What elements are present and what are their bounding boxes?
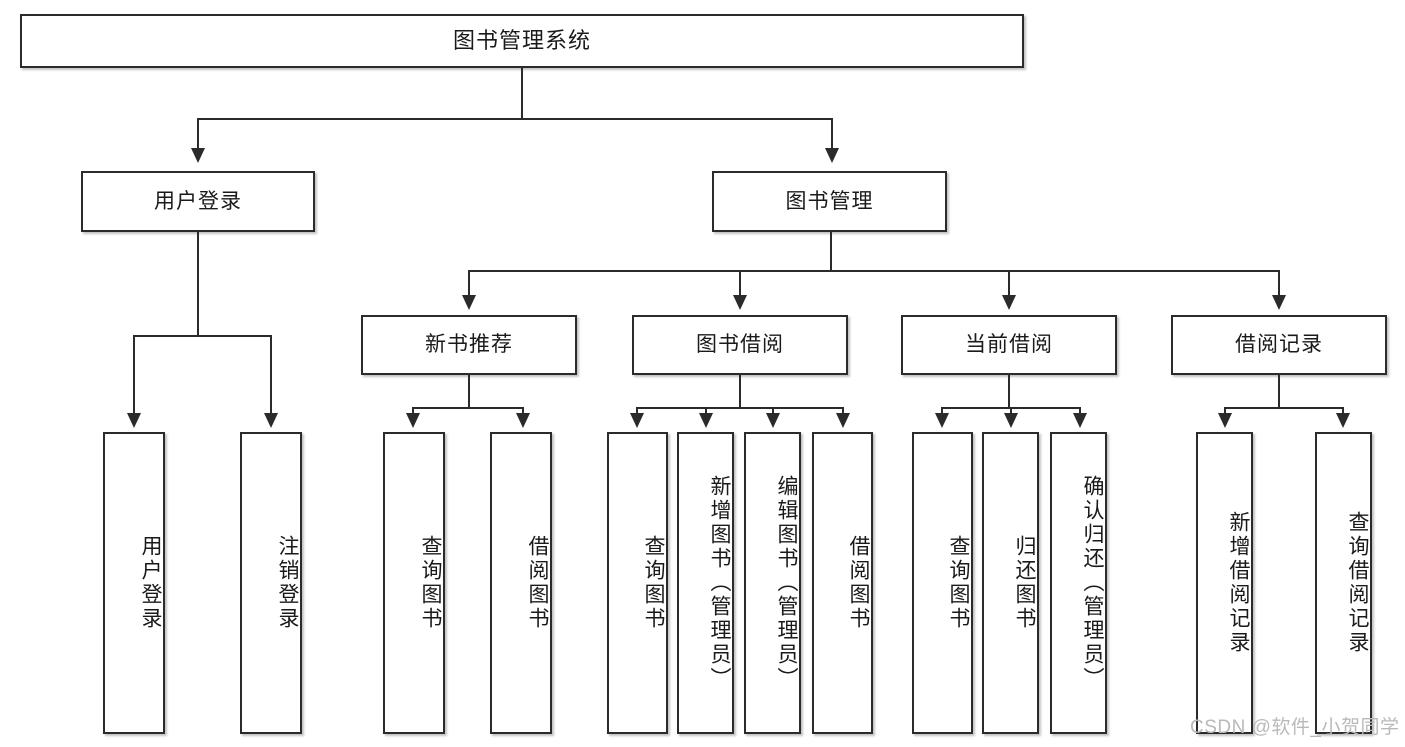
leaf-logout[interactable]: 注销登录 bbox=[240, 432, 302, 734]
node-label: 新增借阅记录 bbox=[1227, 511, 1250, 655]
edge-borrow-to-add bbox=[705, 407, 707, 415]
edge-root-to-book-manage bbox=[831, 118, 833, 148]
edge-borrow-to-edit bbox=[772, 407, 774, 415]
edge-borrow-to-lend bbox=[842, 407, 844, 415]
node-label: 图书管理系统 bbox=[452, 27, 591, 53]
arrow-book-manage-to-record bbox=[1272, 295, 1286, 310]
watermark-text: CSDN @软件_小贺同学 bbox=[1190, 717, 1400, 738]
leaf-current-confirm-return-admin[interactable]: 确认归还（管理员） bbox=[1050, 432, 1107, 734]
node-label: 查询图书 bbox=[642, 535, 665, 631]
edge-borrow-stem bbox=[739, 375, 741, 407]
arrow-current-to-query bbox=[935, 413, 949, 428]
edge-user-login-to-login bbox=[133, 335, 135, 413]
edge-recommend-to-borrow bbox=[522, 407, 524, 415]
leaf-recommend-query-book[interactable]: 查询图书 bbox=[383, 432, 445, 734]
node-label: 查询图书 bbox=[419, 535, 442, 631]
edge-record-to-add bbox=[1224, 407, 1226, 415]
edge-current-to-confirm bbox=[1079, 407, 1081, 415]
edge-recommend-bus bbox=[412, 407, 524, 409]
edge-root-stem bbox=[521, 68, 523, 118]
leaf-current-return-book[interactable]: 归还图书 bbox=[982, 432, 1039, 734]
node-label: 新书推荐 bbox=[425, 333, 513, 357]
leaf-record-add[interactable]: 新增借阅记录 bbox=[1196, 432, 1253, 734]
leaf-borrow-lend-book[interactable]: 借阅图书 bbox=[812, 432, 873, 734]
node-label: 归还图书 bbox=[1013, 535, 1036, 631]
node-label: 图书借阅 bbox=[696, 333, 784, 357]
node-label: 查询图书 bbox=[947, 535, 970, 631]
arrow-user-login-to-login bbox=[127, 413, 141, 428]
edge-borrow-to-query bbox=[636, 407, 638, 415]
leaf-borrow-add-book-admin[interactable]: 新增图书（管理员） bbox=[677, 432, 734, 734]
edge-borrow-bus bbox=[636, 407, 844, 409]
edge-root-to-user-login bbox=[197, 118, 199, 148]
edge-record-stem bbox=[1278, 375, 1280, 407]
edge-recommend-to-query bbox=[412, 407, 414, 415]
node-label: 借阅记录 bbox=[1235, 333, 1323, 357]
node-current-borrow[interactable]: 当前借阅 bbox=[901, 315, 1117, 375]
leaf-borrow-edit-book-admin[interactable]: 编辑图书（管理员） bbox=[744, 432, 801, 734]
arrow-borrow-to-edit bbox=[766, 413, 780, 428]
arrow-book-manage-to-current bbox=[1002, 295, 1016, 310]
node-label: 查询借阅记录 bbox=[1346, 511, 1369, 655]
node-label: 用户登录 bbox=[154, 189, 242, 213]
node-label: 借阅图书 bbox=[847, 535, 870, 631]
edge-book-manage-to-record bbox=[1278, 270, 1280, 295]
edge-book-manage-to-borrow bbox=[739, 270, 741, 295]
node-label: 编辑图书（管理员） bbox=[775, 475, 798, 691]
leaf-current-query-book[interactable]: 查询图书 bbox=[912, 432, 973, 734]
edge-book-manage-to-recommend bbox=[468, 270, 470, 295]
arrow-borrow-to-add bbox=[699, 413, 713, 428]
arrow-current-to-confirm bbox=[1073, 413, 1087, 428]
edge-current-to-return bbox=[1010, 407, 1012, 415]
leaf-recommend-borrow-book[interactable]: 借阅图书 bbox=[490, 432, 552, 734]
arrow-borrow-to-lend bbox=[836, 413, 850, 428]
edge-record-bus bbox=[1224, 407, 1344, 409]
node-new-book-recommend[interactable]: 新书推荐 bbox=[361, 315, 577, 375]
leaf-record-query[interactable]: 查询借阅记录 bbox=[1315, 432, 1372, 734]
node-label: 用户登录 bbox=[139, 535, 162, 631]
arrow-root-to-book-manage bbox=[825, 148, 839, 163]
node-label: 注销登录 bbox=[276, 535, 299, 631]
node-book-manage[interactable]: 图书管理 bbox=[712, 171, 947, 232]
edge-user-login-bus bbox=[133, 335, 271, 337]
edge-book-manage-bus bbox=[468, 270, 1280, 272]
edge-record-to-query bbox=[1342, 407, 1344, 415]
edge-user-login-stem bbox=[197, 232, 199, 335]
leaf-borrow-query-book[interactable]: 查询图书 bbox=[607, 432, 668, 734]
arrow-current-to-return bbox=[1004, 413, 1018, 428]
node-user-login[interactable]: 用户登录 bbox=[81, 171, 315, 232]
arrow-book-manage-to-recommend bbox=[462, 295, 476, 310]
leaf-user-login[interactable]: 用户登录 bbox=[103, 432, 165, 734]
arrow-recommend-to-borrow bbox=[516, 413, 530, 428]
node-root-system[interactable]: 图书管理系统 bbox=[20, 14, 1024, 68]
edge-current-stem bbox=[1008, 375, 1010, 407]
arrow-user-login-to-logout bbox=[264, 413, 278, 428]
arrow-book-manage-to-borrow bbox=[733, 295, 747, 310]
node-label: 当前借阅 bbox=[965, 333, 1053, 357]
edge-book-manage-stem bbox=[830, 232, 832, 270]
edge-root-bus bbox=[197, 118, 833, 120]
node-label: 图书管理 bbox=[785, 189, 874, 213]
edge-book-manage-to-current bbox=[1008, 270, 1010, 295]
arrow-record-to-query bbox=[1336, 413, 1350, 428]
edge-recommend-stem bbox=[468, 375, 470, 407]
arrow-record-to-add bbox=[1218, 413, 1232, 428]
edge-user-login-to-logout bbox=[270, 335, 272, 413]
edge-current-to-query bbox=[941, 407, 943, 415]
node-borrow-record[interactable]: 借阅记录 bbox=[1171, 315, 1387, 375]
arrow-recommend-to-query bbox=[406, 413, 420, 428]
node-label: 借阅图书 bbox=[526, 535, 549, 631]
arrow-borrow-to-query bbox=[630, 413, 644, 428]
arrow-root-to-user-login bbox=[191, 148, 205, 163]
node-label: 确认归还（管理员） bbox=[1081, 475, 1104, 691]
node-book-borrow[interactable]: 图书借阅 bbox=[632, 315, 848, 375]
node-label: 新增图书（管理员） bbox=[708, 475, 731, 691]
